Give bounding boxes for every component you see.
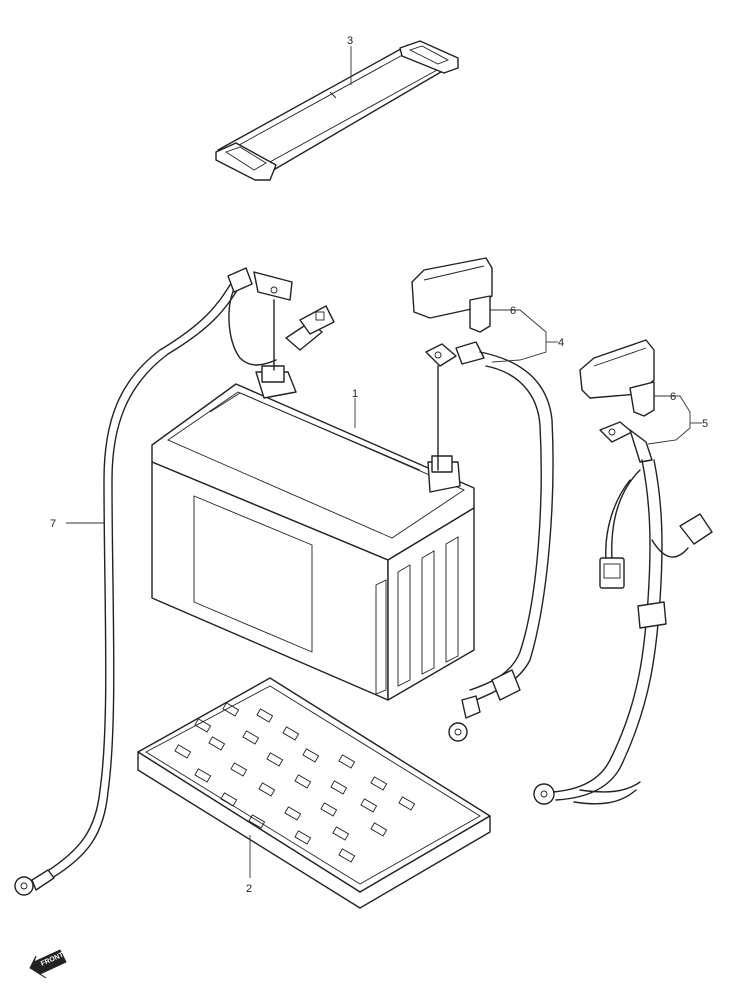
callout-tray: 2 <box>246 883 252 895</box>
front-arrow-icon: FRONT <box>29 949 67 979</box>
callout-positive-lead: 4 <box>558 337 564 349</box>
battery <box>151 365 475 701</box>
battery-band <box>215 40 459 181</box>
callout-cap-a: 6 <box>510 305 516 317</box>
callout-negative-lead: 5 <box>702 418 708 430</box>
negative-lead <box>533 339 713 805</box>
callout-battery: 1 <box>352 388 358 400</box>
callout-cap-b: 6 <box>670 391 676 403</box>
callout-band: 3 <box>347 35 353 47</box>
ground-wire <box>14 267 335 896</box>
positive-lead <box>411 257 554 742</box>
battery-tray <box>137 677 491 909</box>
callout-ground-wire: 7 <box>50 518 56 530</box>
